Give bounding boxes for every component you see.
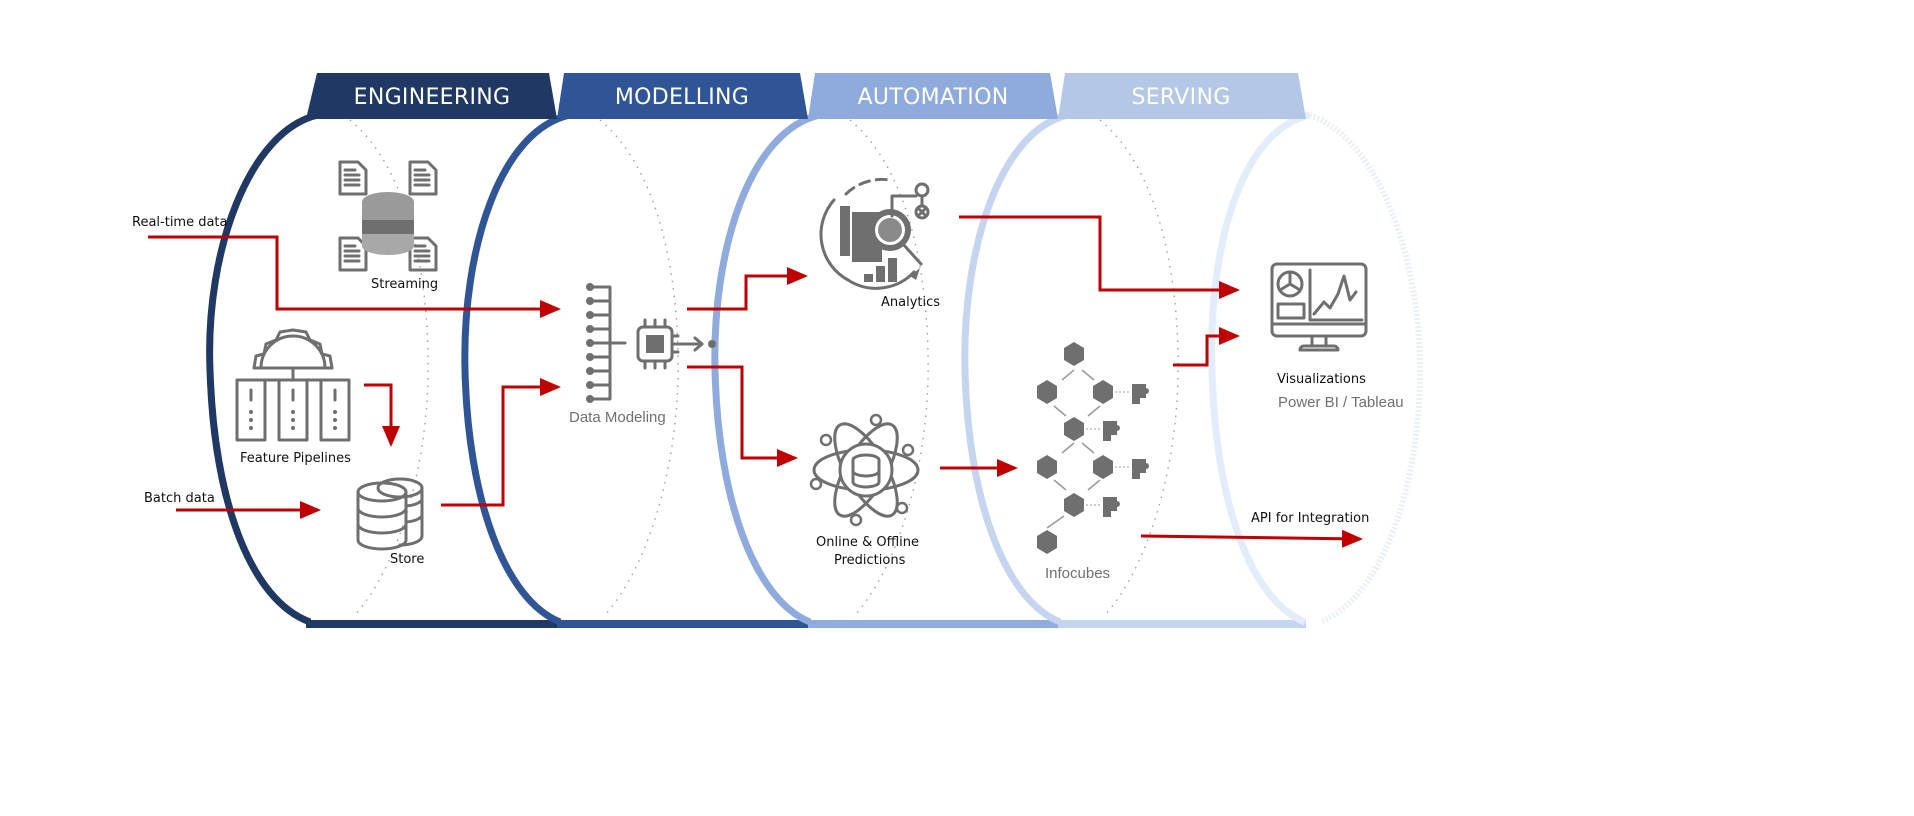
- tab-engineering[interactable]: ENGINEERING: [306, 73, 557, 119]
- arrow-realtime-to-modeling: [148, 235, 561, 318]
- base-bar-modelling: [557, 620, 808, 628]
- store-label: Store: [390, 552, 424, 567]
- batch-data-label: Batch data: [144, 491, 215, 506]
- store-icon: [356, 477, 424, 551]
- base-bar-serving: [1058, 620, 1306, 628]
- stage-tabs: ENGINEERING MODELLING AUTOMATION SERVING: [306, 73, 1306, 119]
- streaming-icon: [338, 160, 438, 272]
- predictions-label-line2: Predictions: [834, 553, 906, 568]
- tab-serving-label: SERVING: [1131, 85, 1230, 110]
- api-integration-label: API for Integration: [1251, 511, 1369, 526]
- tab-serving[interactable]: SERVING: [1058, 73, 1306, 119]
- arrow-modeling-to-analytics: [687, 267, 808, 311]
- base-bar-engineering: [306, 620, 557, 628]
- arrow-api-integration: [1140, 529, 1363, 548]
- base-bar-automation: [808, 620, 1058, 628]
- tab-modelling[interactable]: MODELLING: [557, 73, 808, 119]
- ring-serving: [961, 111, 1069, 626]
- data-modeling-icon: [586, 283, 716, 403]
- ring-output-right: [1308, 112, 1424, 625]
- predictions-icon: [809, 413, 920, 527]
- streaming-label: Streaming: [371, 277, 438, 292]
- data-modeling-label: Data Modeling: [569, 409, 666, 426]
- infocubes-icon: [1037, 342, 1149, 554]
- predictions-label-line1: Online & Offline: [816, 535, 919, 550]
- arrow-pipelines-to-store: [364, 383, 400, 447]
- ring-dots-serving: [1099, 119, 1179, 616]
- ring-engineering: [206, 111, 319, 626]
- ring-modelling: [461, 111, 571, 626]
- arrow-store-to-modeling: [441, 378, 561, 507]
- analytics-icon: [819, 177, 930, 290]
- realtime-data-label: Real-time data: [132, 215, 228, 230]
- tab-modelling-label: MODELLING: [615, 85, 749, 110]
- analytics-label: Analytics: [881, 295, 940, 310]
- visualizations-icon: [1270, 262, 1368, 352]
- tab-automation-label: AUTOMATION: [858, 85, 1009, 110]
- ring-automation: [711, 111, 821, 626]
- visualizations-label: Visualizations: [1277, 372, 1366, 387]
- arrow-infocubes-to-visualizations: [1173, 327, 1240, 367]
- feature-pipelines-icon: [235, 328, 351, 442]
- infocubes-label: Infocubes: [1045, 565, 1110, 582]
- tab-automation[interactable]: AUTOMATION: [808, 73, 1058, 119]
- ring-output: [1208, 111, 1311, 626]
- arrow-modeling-to-predictions: [687, 365, 798, 467]
- visualization-tools-label: Power BI / Tableau: [1278, 394, 1404, 411]
- stage-rings: [206, 111, 1424, 626]
- flow-arrows: [148, 215, 1363, 548]
- arrow-analytics-to-visualizations: [959, 215, 1240, 299]
- feature-pipelines-label: Feature Pipelines: [240, 451, 351, 466]
- tab-engineering-label: ENGINEERING: [354, 85, 511, 110]
- stage-base-bars: [306, 620, 1306, 628]
